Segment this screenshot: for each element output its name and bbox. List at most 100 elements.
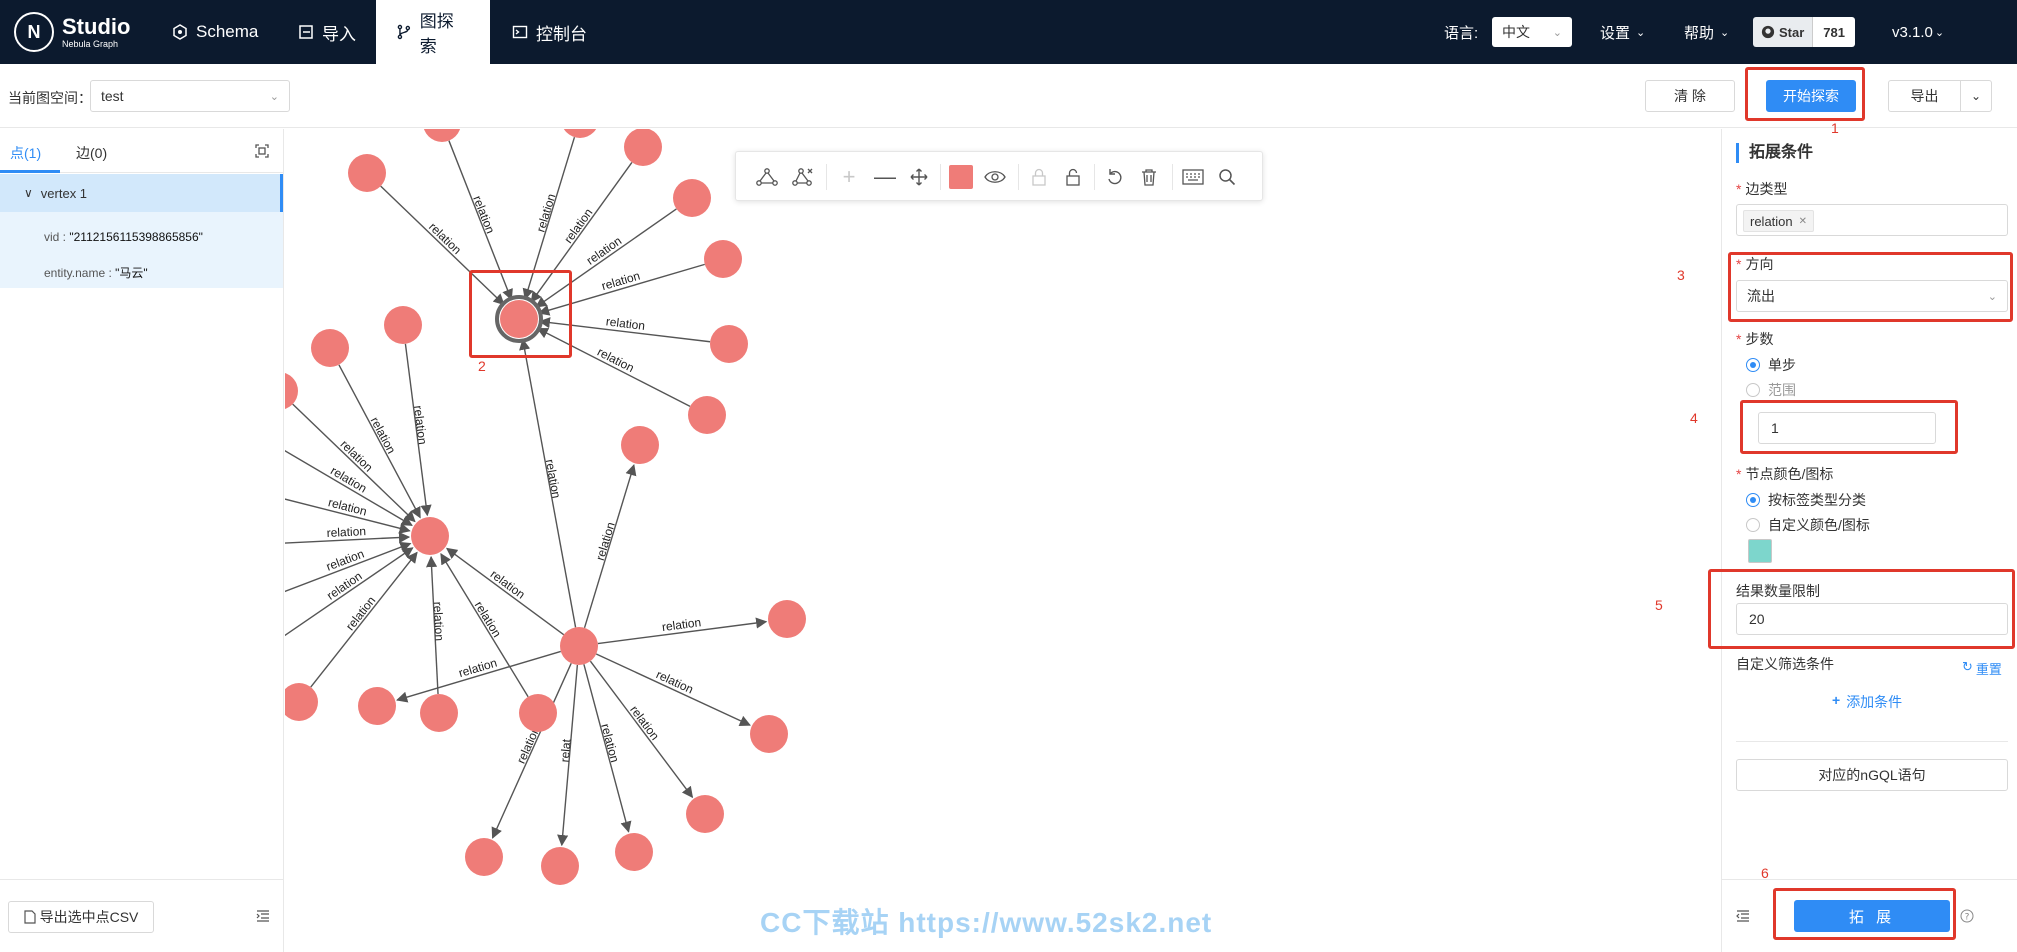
- undo-icon[interactable]: [1102, 164, 1128, 190]
- tab-edges[interactable]: 边(0): [76, 145, 108, 161]
- version-menu[interactable]: v3.1.0 ⌄: [1892, 0, 1944, 64]
- graph-edge[interactable]: [440, 552, 529, 698]
- expand-icon[interactable]: [754, 164, 780, 190]
- graph-edge[interactable]: [285, 498, 411, 534]
- direction-select[interactable]: 流出 ⌄: [1736, 280, 2008, 312]
- graph-edge[interactable]: [557, 664, 579, 847]
- move-icon[interactable]: [906, 164, 932, 190]
- delete-edges-icon[interactable]: [790, 164, 816, 190]
- keyboard-icon[interactable]: [1180, 164, 1206, 190]
- unlock-icon[interactable]: [1060, 164, 1086, 190]
- graph-node[interactable]: [624, 129, 662, 166]
- graph-edge[interactable]: [589, 660, 694, 799]
- zoom-out-icon[interactable]: —: [874, 164, 896, 189]
- graph-edge[interactable]: [530, 162, 633, 303]
- step-input[interactable]: 1: [1758, 412, 1936, 444]
- graph-node[interactable]: [423, 129, 461, 142]
- graph-node[interactable]: [348, 154, 386, 192]
- chevron-down-icon[interactable]: ∨: [24, 186, 33, 200]
- tab-explore[interactable]: 图探索: [376, 0, 490, 64]
- graph-node[interactable]: [615, 833, 653, 871]
- clear-button[interactable]: 清 除: [1645, 80, 1735, 112]
- graph-node[interactable]: [420, 694, 458, 732]
- graph-node[interactable]: [519, 694, 557, 732]
- color-by-tag-radio[interactable]: 按标签类型分类: [1746, 490, 1866, 510]
- close-icon[interactable]: ✕: [1798, 215, 1808, 227]
- github-star-button[interactable]: Star 781: [1753, 17, 1855, 47]
- expand-button[interactable]: 拓 展: [1794, 900, 1950, 932]
- graph-edge[interactable]: [425, 555, 439, 695]
- tab-schema[interactable]: Schema: [152, 0, 278, 64]
- graph-edge[interactable]: [583, 464, 637, 629]
- graph-node[interactable]: [768, 600, 806, 638]
- graph-node[interactable]: [750, 715, 788, 753]
- graph-node[interactable]: [688, 396, 726, 434]
- collapse-panel-icon[interactable]: [256, 909, 270, 923]
- graph-node[interactable]: [704, 240, 742, 278]
- collapse-panel-icon[interactable]: [1736, 909, 1750, 923]
- step-single-radio[interactable]: 单步: [1746, 355, 1796, 375]
- graph-node[interactable]: [686, 795, 724, 833]
- graph-edge[interactable]: [538, 263, 705, 316]
- language-select[interactable]: 中文 ⌄: [1492, 17, 1572, 47]
- add-condition-button[interactable]: + 添加条件: [1832, 692, 1902, 712]
- fit-view-icon[interactable]: [254, 143, 270, 159]
- graph-edge[interactable]: [285, 449, 413, 526]
- graph-edge[interactable]: [338, 364, 421, 519]
- graph-edge[interactable]: [595, 653, 751, 727]
- ngql-button[interactable]: 对应的nGQL语句: [1736, 759, 2008, 791]
- selected-graph-node[interactable]: [500, 300, 538, 338]
- help-menu[interactable]: 帮助 ⌄: [1684, 0, 1729, 64]
- graph-edge[interactable]: [396, 650, 561, 703]
- graph-node[interactable]: [311, 329, 349, 367]
- graph-edge[interactable]: [597, 617, 768, 645]
- graph-node[interactable]: [560, 627, 598, 665]
- color-picker-icon[interactable]: [948, 164, 974, 190]
- step-range-radio[interactable]: 范围: [1746, 380, 1796, 400]
- graph-node[interactable]: [285, 372, 298, 410]
- graph-edge[interactable]: [292, 403, 416, 523]
- limit-input[interactable]: 20: [1736, 603, 2008, 635]
- studio-logo[interactable]: N Studio Nebula Graph: [14, 10, 144, 54]
- graph-node[interactable]: [465, 838, 503, 876]
- help-icon[interactable]: ?: [1960, 909, 1974, 923]
- graph-node[interactable]: [411, 517, 449, 555]
- lock-icon[interactable]: [1026, 164, 1052, 190]
- graph-node[interactable]: [285, 683, 318, 721]
- tab-console[interactable]: 控制台: [492, 0, 607, 64]
- graph-edge[interactable]: [583, 664, 632, 833]
- reset-link[interactable]: ↻ 重置: [1962, 659, 2002, 678]
- space-select[interactable]: test ⌄: [90, 80, 290, 112]
- graph-edge[interactable]: [535, 208, 677, 308]
- settings-menu[interactable]: 设置 ⌄: [1600, 0, 1645, 64]
- graph-node[interactable]: [541, 847, 579, 885]
- graph-edge[interactable]: [404, 343, 432, 517]
- vertex-list-item[interactable]: ∨ vertex 1: [0, 174, 283, 212]
- search-icon[interactable]: [1214, 164, 1240, 190]
- export-csv-button[interactable]: 导出选中点CSV: [8, 901, 154, 933]
- tab-import[interactable]: 导入: [278, 0, 376, 64]
- custom-color-radio[interactable]: 自定义颜色/图标: [1746, 515, 1870, 535]
- edge-type-select[interactable]: relation ✕: [1736, 204, 2008, 236]
- hide-icon[interactable]: [982, 164, 1008, 190]
- graph-edge[interactable]: [519, 338, 577, 628]
- graph-edge[interactable]: [538, 317, 711, 343]
- graph-edge[interactable]: [445, 547, 565, 636]
- graph-edge[interactable]: [310, 551, 418, 688]
- graph-edge[interactable]: [491, 663, 572, 839]
- node-color-swatch[interactable]: [1748, 539, 1772, 563]
- graph-node[interactable]: [621, 426, 659, 464]
- graph-node[interactable]: [673, 179, 711, 217]
- graph-node[interactable]: [358, 687, 396, 725]
- graph-node[interactable]: [710, 325, 748, 363]
- graph-edge[interactable]: [536, 327, 691, 407]
- graph-node[interactable]: [384, 306, 422, 344]
- trash-icon[interactable]: [1136, 164, 1162, 190]
- graph-node[interactable]: [561, 129, 599, 138]
- graph-edge[interactable]: [285, 541, 412, 593]
- start-explore-button[interactable]: 开始探索: [1766, 80, 1856, 112]
- graph-edge[interactable]: [285, 547, 414, 638]
- graph-edge[interactable]: [285, 531, 411, 544]
- chevron-down-icon[interactable]: ⌄: [1970, 89, 1982, 103]
